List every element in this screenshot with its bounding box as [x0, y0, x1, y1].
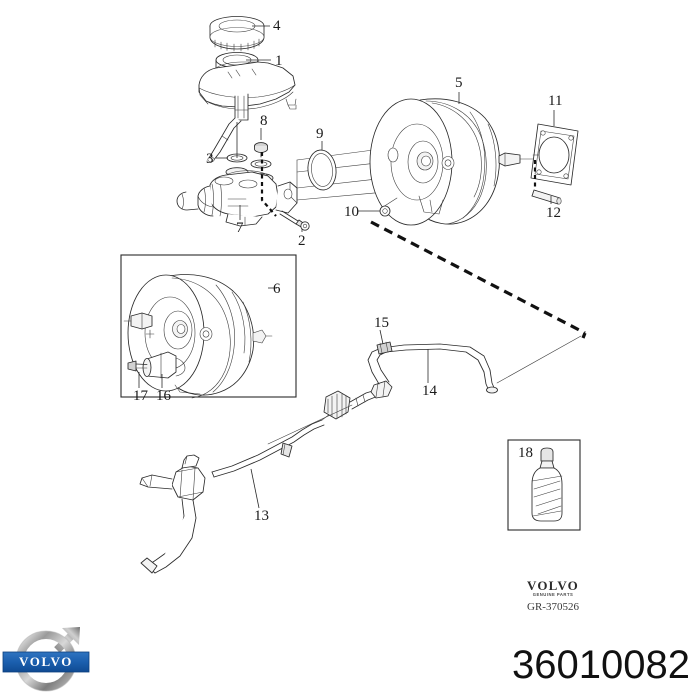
callout-5: 5	[455, 75, 463, 91]
callout-7: 7	[236, 220, 244, 236]
vacuum-port-grommet-part	[379, 205, 391, 217]
fluid-bottle-inset	[507, 439, 581, 531]
logo-band	[3, 652, 89, 672]
part-number: 36010082	[512, 643, 690, 687]
clevis-pin-part	[531, 189, 562, 205]
callout-11: 11	[548, 93, 562, 109]
callout-6: 6	[273, 281, 281, 297]
callout-13: 13	[254, 508, 269, 524]
brake-fluid-reservoir-part	[198, 52, 297, 163]
master-cylinder-part	[176, 167, 298, 227]
booster-detail-inset	[120, 254, 297, 399]
logo-band-border	[2, 651, 90, 673]
logo-wordmark: VOLVO	[19, 654, 73, 669]
vacuum-hose-part	[367, 341, 498, 394]
callout-8: 8	[260, 113, 268, 129]
routing-dashed-corner	[581, 332, 587, 339]
pushrod-seal-oring-part	[307, 149, 337, 191]
callout-17: 17	[133, 388, 149, 404]
routing-leader-to-hose	[496, 335, 582, 384]
callout-leader-lines	[138, 25, 555, 509]
volvo-watermark: VOLVO GENUINE PARTS GR-370526	[527, 578, 579, 613]
volvo-logo: VOLVO	[2, 627, 90, 692]
reference-code-text: GR-370526	[527, 601, 579, 613]
callout-18: 18	[518, 445, 533, 461]
reservoir-cap-part	[209, 16, 265, 52]
callout-1: 1	[275, 53, 283, 69]
hose-connector-fitting	[267, 380, 393, 445]
callout-3: 3	[206, 151, 214, 167]
callout-9: 9	[316, 126, 324, 142]
callout-14: 14	[422, 383, 438, 399]
reservoir-seal-grommets	[226, 153, 272, 169]
routing-dashed-line-main	[370, 220, 586, 335]
watermark-brand-text: VOLVO	[527, 578, 579, 593]
callout-numbers: 4 1 8 3 9 7 2 5 10 11 12 6 17 16 13 14 1…	[133, 18, 562, 524]
vacuum-hose-assembly-part	[139, 409, 342, 574]
callout-12: 12	[546, 205, 561, 221]
callout-2: 2	[298, 233, 306, 249]
callout-16: 16	[156, 388, 172, 404]
booster-mounting-gasket-part	[530, 123, 579, 186]
callout-4: 4	[273, 18, 281, 34]
callout-15: 15	[374, 315, 389, 331]
watermark-subtitle-text: GENUINE PARTS	[533, 592, 574, 597]
bleed-screw-part	[279, 210, 310, 231]
brake-booster-part	[369, 98, 534, 226]
callout-10: 10	[344, 204, 359, 220]
logo-arrow-head	[62, 627, 80, 645]
